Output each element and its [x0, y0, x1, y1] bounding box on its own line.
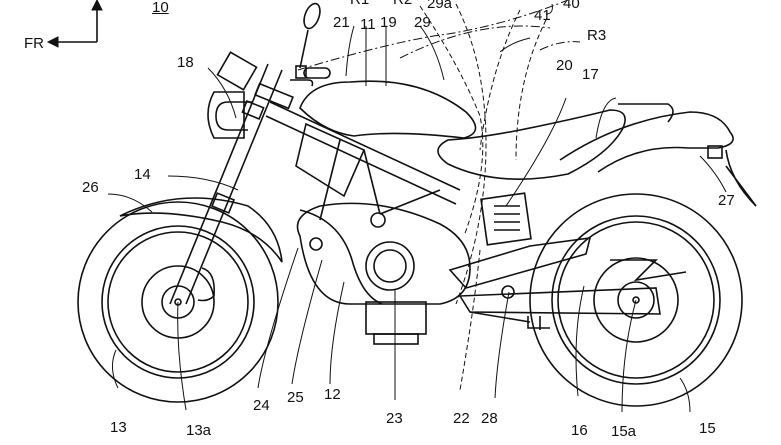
ref-label-40: 40 [563, 0, 580, 12]
ref-label-20: 20 [556, 57, 573, 74]
side-stand [469, 311, 550, 330]
ref-label-r2: R2 [393, 0, 412, 7]
ref-label-21: 21 [333, 14, 350, 31]
ref-label-16: 16 [571, 422, 588, 439]
seat [437, 109, 626, 180]
ref-label-15a: 15a [611, 423, 637, 440]
ref-label-18: 18 [177, 54, 194, 71]
ref-label-25: 25 [287, 389, 304, 406]
ref-label-23: 23 [386, 410, 403, 427]
ref-label-13: 13 [110, 419, 127, 436]
direction-arrows [46, 0, 103, 48]
front-wheel [77, 201, 279, 403]
ref-label-22: 22 [453, 410, 470, 427]
leader-lines [107, 3, 727, 413]
ref-label-26: 26 [82, 179, 99, 196]
front-fork [169, 63, 294, 305]
ref-label-11: 11 [360, 16, 376, 33]
mirror-handlebar [290, 2, 331, 87]
ref-label-19: 19 [380, 14, 397, 31]
fuel-tank [299, 80, 477, 139]
ref-label-41: 41 [534, 7, 551, 24]
ref-label-13a: 13a [186, 422, 212, 439]
ref-label-15: 15 [699, 420, 716, 437]
exhaust-pipe [299, 209, 383, 305]
headlight [207, 51, 258, 139]
direction-label-front: FR [24, 35, 44, 52]
ref-label-29a: 29a [427, 0, 453, 12]
ref-label-24: 24 [253, 397, 270, 414]
figure-number: 10 [152, 0, 169, 16]
ref-label-28: 28 [481, 410, 498, 427]
ref-label-14: 14 [134, 166, 151, 183]
ref-label-12: 12 [324, 386, 341, 403]
front-fender [119, 197, 283, 263]
rear-wheel [529, 193, 743, 407]
ref-label-27: 27 [718, 192, 735, 209]
ref-label-17: 17 [582, 66, 599, 83]
tail-section [559, 103, 757, 207]
ref-label-r1: R1 [350, 0, 369, 7]
rear-shock [480, 192, 532, 246]
ref-label-r3: R3 [587, 27, 607, 44]
ref-label-29: 29 [414, 14, 431, 31]
frame [265, 101, 461, 228]
engine [296, 202, 471, 345]
range-lines [297, 0, 581, 391]
